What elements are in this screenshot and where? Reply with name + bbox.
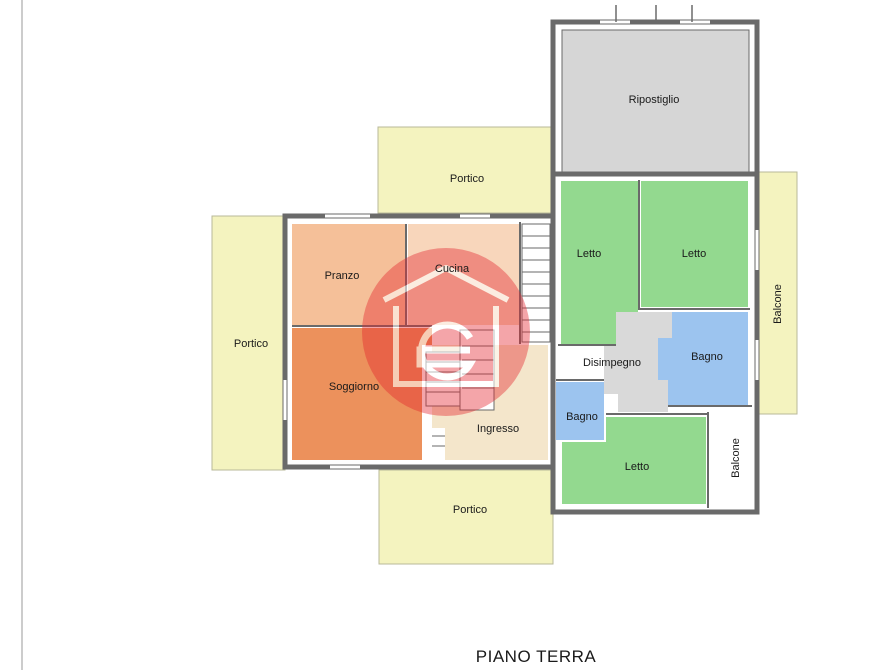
room-letto-2 <box>641 181 748 307</box>
room-disimpegno <box>604 312 672 412</box>
label-balcone-right: Balcone <box>772 284 784 324</box>
room-ripostiglio <box>561 29 750 173</box>
label-portico-left: Portico <box>234 338 268 350</box>
room-portico-left <box>211 215 286 471</box>
door-posts <box>615 5 693 22</box>
room-letto-3 <box>562 417 706 504</box>
room-pranzo <box>292 224 405 325</box>
staircase-upper <box>521 223 551 343</box>
label-portico-top: Portico <box>450 173 484 185</box>
label-letto-2: Letto <box>682 248 706 260</box>
room-balcone-right <box>756 171 798 415</box>
label-bagno-1: Bagno <box>691 351 723 363</box>
label-ingresso: Ingresso <box>477 423 519 435</box>
label-ripostiglio: Ripostiglio <box>629 94 680 106</box>
label-soggiorno: Soggiorno <box>329 381 379 393</box>
room-portico-bottom <box>378 469 554 565</box>
label-portico-bottom: Portico <box>453 504 487 516</box>
inner-walls <box>292 180 752 508</box>
label-letto-1: Letto <box>577 248 601 260</box>
stair-treads-upper <box>522 235 550 333</box>
floor-title: PIANO TERRA <box>476 647 597 666</box>
room-bagno-2 <box>556 382 604 440</box>
house-logo-icon <box>362 248 530 416</box>
label-bagno-2: Bagno <box>566 411 598 423</box>
label-letto-3: Letto <box>625 461 649 473</box>
room-portico-top <box>377 126 554 214</box>
label-cucina: Cucina <box>435 263 470 275</box>
room-bagno-1 <box>658 312 748 406</box>
label-pranzo: Pranzo <box>325 270 360 282</box>
label-balcone-bottom: Balcone <box>730 438 742 478</box>
window-marks <box>283 20 759 469</box>
label-disimpegno: Disimpegno <box>583 357 641 369</box>
